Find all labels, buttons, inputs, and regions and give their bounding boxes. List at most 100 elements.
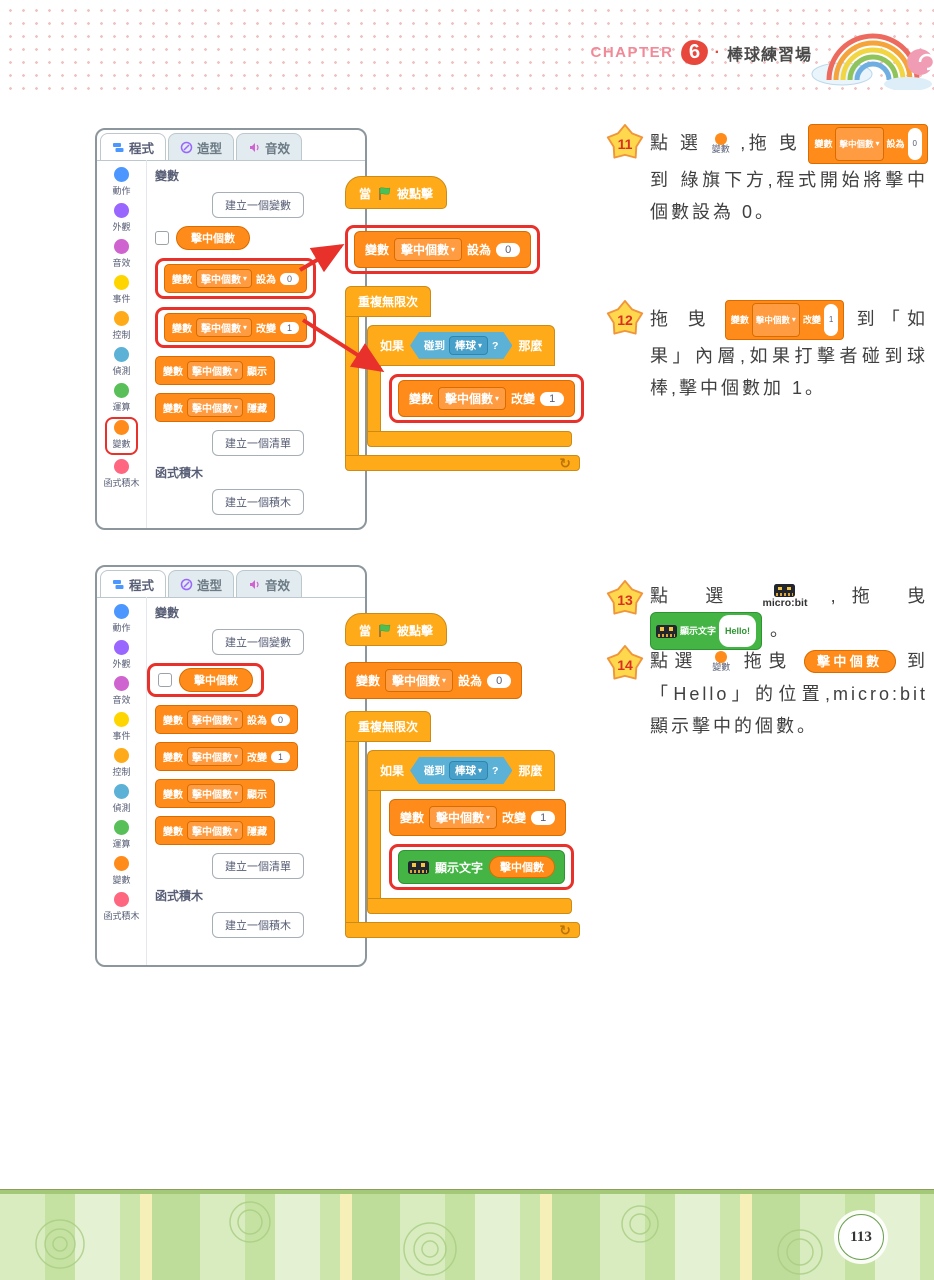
hide-label: 隱藏	[247, 404, 268, 415]
if-block[interactable]: 如果 碰到 棒球 ? 那麼	[367, 325, 585, 447]
mini-change-block: 變數 擊中個數 改變 1	[724, 300, 845, 340]
category-events[interactable]: 事件	[112, 712, 131, 742]
category-control[interactable]: 控制	[112, 748, 131, 778]
set-prefix: 變數	[365, 243, 390, 257]
category-looks[interactable]: 外觀	[112, 640, 131, 670]
category-operators[interactable]: 運算	[112, 383, 131, 413]
change-variable-block[interactable]: 變數 擊中個數 改變 1	[155, 742, 299, 771]
script-change-variable-block[interactable]: 變數 擊中個數 改變 1	[389, 799, 567, 836]
category-sensing[interactable]: 偵測	[112, 784, 131, 814]
tab-costumes[interactable]: 造型	[168, 570, 235, 597]
variable-dropdown[interactable]: 擊中個數	[196, 318, 253, 337]
hide-variable-block[interactable]: 變數 擊中個數 隱藏	[155, 816, 276, 845]
tab-sounds[interactable]: 音效	[236, 133, 303, 160]
touching-condition[interactable]: 碰到 棒球 ?	[410, 757, 512, 784]
variable-dropdown[interactable]: 擊中個數	[438, 387, 507, 410]
category-myblocks[interactable]: 函式積木	[103, 892, 140, 922]
forever-block[interactable]: 重複無限次 如果 碰到 棒球 ? 那麼	[345, 286, 585, 471]
category-sensing[interactable]: 偵測	[112, 347, 131, 377]
step-12: 12 拖 曳 變數 擊中個數 改變 1 到「如果」內層,如果打擊者碰到球棒,擊中…	[606, 300, 928, 404]
make-list-button[interactable]: 建立一個清單	[212, 853, 304, 879]
forever-bottom-arm	[345, 922, 580, 938]
category-sound[interactable]: 音效	[112, 239, 131, 269]
forever-block[interactable]: 重複無限次 如果 碰到 棒球 ? 那麼	[345, 711, 580, 938]
step-14: 14 點選 變數 拖曳 擊中個數 到「Hello」的位置,micro:bit 顯…	[606, 645, 928, 742]
variable-dropdown[interactable]: 擊中個數	[187, 361, 244, 380]
touching-condition[interactable]: 碰到 棒球 ?	[410, 332, 512, 359]
hit-count-reporter[interactable]: 擊中個數	[489, 856, 556, 878]
show-variable-block[interactable]: 變數 擊中個數 顯示	[155, 356, 276, 385]
category-motion[interactable]: 動作	[112, 604, 131, 634]
script-set-variable-block[interactable]: 變數 擊中個數 設為 0	[345, 662, 523, 699]
myblocks-dot-icon	[113, 892, 129, 907]
variable-dropdown[interactable]: 擊中個數	[394, 238, 463, 261]
set-variable-block[interactable]: 變數 擊中個數 設為 0	[164, 264, 308, 293]
change-value-input[interactable]: 1	[540, 391, 565, 406]
variable-dropdown[interactable]: 擊中個數	[187, 747, 244, 766]
change-value-input[interactable]: 1	[271, 750, 291, 763]
green-flag-icon	[379, 186, 391, 200]
change-value-input[interactable]: 1	[280, 321, 300, 334]
tab-code[interactable]: 程式	[100, 570, 167, 597]
variable-reporter[interactable]: 擊中個數	[179, 668, 253, 692]
microbit-show-text-block[interactable]: 顯示文字 擊中個數	[398, 850, 566, 884]
category-sound[interactable]: 音效	[112, 676, 131, 706]
variable-dropdown[interactable]: 擊中個數	[196, 269, 253, 288]
variable-reporter[interactable]: 擊中個數	[176, 226, 250, 250]
script-area-1: 當 被點擊 變數 擊中個數 設為 0 重複無限次	[345, 176, 585, 471]
make-list-button[interactable]: 建立一個清單	[212, 430, 304, 456]
step-number: 12	[617, 312, 633, 328]
set-value-input[interactable]: 0	[487, 673, 512, 688]
make-block-button[interactable]: 建立一個積木	[212, 489, 304, 515]
variable-dropdown[interactable]: 擊中個數	[187, 710, 244, 729]
make-variable-button[interactable]: 建立一個變數	[212, 629, 304, 655]
chapter-number: 6	[679, 39, 709, 66]
when-flag-clicked-block[interactable]: 當 被點擊	[345, 613, 448, 646]
category-events[interactable]: 事件	[112, 275, 131, 305]
category-looks[interactable]: 外觀	[112, 203, 131, 233]
page-number: 113	[838, 1214, 884, 1260]
dropdown-value: 擊中個數	[192, 367, 232, 378]
hide-variable-block[interactable]: 變數 擊中個數 隱藏	[155, 393, 276, 422]
chapter-header: CHAPTER 6 · 棒球練習場	[591, 39, 812, 66]
sound-dot-icon	[113, 239, 129, 254]
variable-dropdown[interactable]: 擊中個數	[187, 821, 244, 840]
variable-dropdown[interactable]: 擊中個數	[187, 398, 244, 417]
if-bottom-arm	[367, 431, 572, 447]
make-variable-button[interactable]: 建立一個變數	[212, 192, 304, 218]
when-flag-clicked-block[interactable]: 當 被點擊	[345, 176, 448, 209]
category-myblocks[interactable]: 函式積木	[103, 459, 140, 489]
touching-target-dropdown[interactable]: 棒球	[449, 761, 488, 780]
change-variable-block[interactable]: 變數 擊中個數 改變 1	[164, 313, 308, 342]
set-value-input[interactable]: 0	[280, 272, 300, 285]
tab-code[interactable]: 程式	[100, 133, 167, 160]
variable-checkbox[interactable]	[155, 231, 169, 245]
script-set-variable-block[interactable]: 變數 擊中個數 設為 0	[354, 231, 532, 268]
touching-target-dropdown[interactable]: 棒球	[449, 336, 488, 355]
category-motion[interactable]: 動作	[112, 167, 131, 197]
category-control[interactable]: 控制	[112, 311, 131, 341]
tab-sounds[interactable]: 音效	[236, 570, 303, 597]
category-variables[interactable]: 變數	[112, 856, 131, 886]
set-value-input[interactable]: 0	[271, 713, 291, 726]
script-change-variable-block[interactable]: 變數 擊中個數 改變 1	[398, 380, 576, 417]
variables-section-header: 變數	[155, 169, 180, 183]
myblocks-section-header: 函式積木	[155, 466, 204, 480]
variable-checkbox[interactable]	[158, 673, 172, 687]
category-operators[interactable]: 運算	[112, 820, 131, 850]
set-variable-block[interactable]: 變數 擊中個數 設為 0	[155, 705, 299, 734]
tab-costumes[interactable]: 造型	[168, 133, 235, 160]
if-block[interactable]: 如果 碰到 棒球 ? 那麼	[367, 750, 575, 914]
if-spine	[367, 366, 381, 431]
variable-dropdown[interactable]: 擊中個數	[429, 806, 498, 829]
category-variables-highlighted[interactable]: 變數	[105, 417, 138, 455]
swirl-pattern-icon	[35, 1201, 823, 1276]
variable-dropdown[interactable]: 擊中個數	[187, 784, 244, 803]
step-11-text: 點 選 變數 ,拖 曳 變數 擊中個數 設為 0 到 綠旗下方,程式開始將擊中個…	[650, 124, 928, 228]
change-value-input[interactable]: 1	[531, 810, 556, 825]
show-variable-block[interactable]: 變數 擊中個數 顯示	[155, 779, 276, 808]
make-block-button[interactable]: 建立一個積木	[212, 912, 304, 938]
set-value-input[interactable]: 0	[496, 242, 521, 257]
variable-dropdown[interactable]: 擊中個數	[385, 669, 454, 692]
tab-costumes-label: 造型	[197, 578, 223, 593]
